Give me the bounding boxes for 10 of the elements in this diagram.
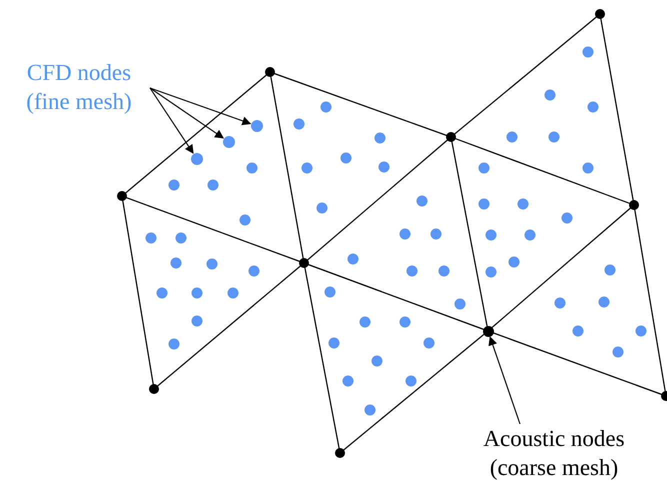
mesh-point [191, 153, 203, 165]
arrow [150, 88, 224, 139]
arrow [150, 87, 252, 126]
callout-label: Acoustic nodes (coarse mesh) [456, 424, 652, 482]
mesh-point [251, 120, 263, 132]
mesh-point [223, 136, 235, 148]
mesh-vertex [482, 326, 494, 336]
arrow [150, 88, 194, 154]
arrow [488, 336, 521, 424]
callout-label: CFD nodes (fine mesh) [8, 58, 150, 116]
